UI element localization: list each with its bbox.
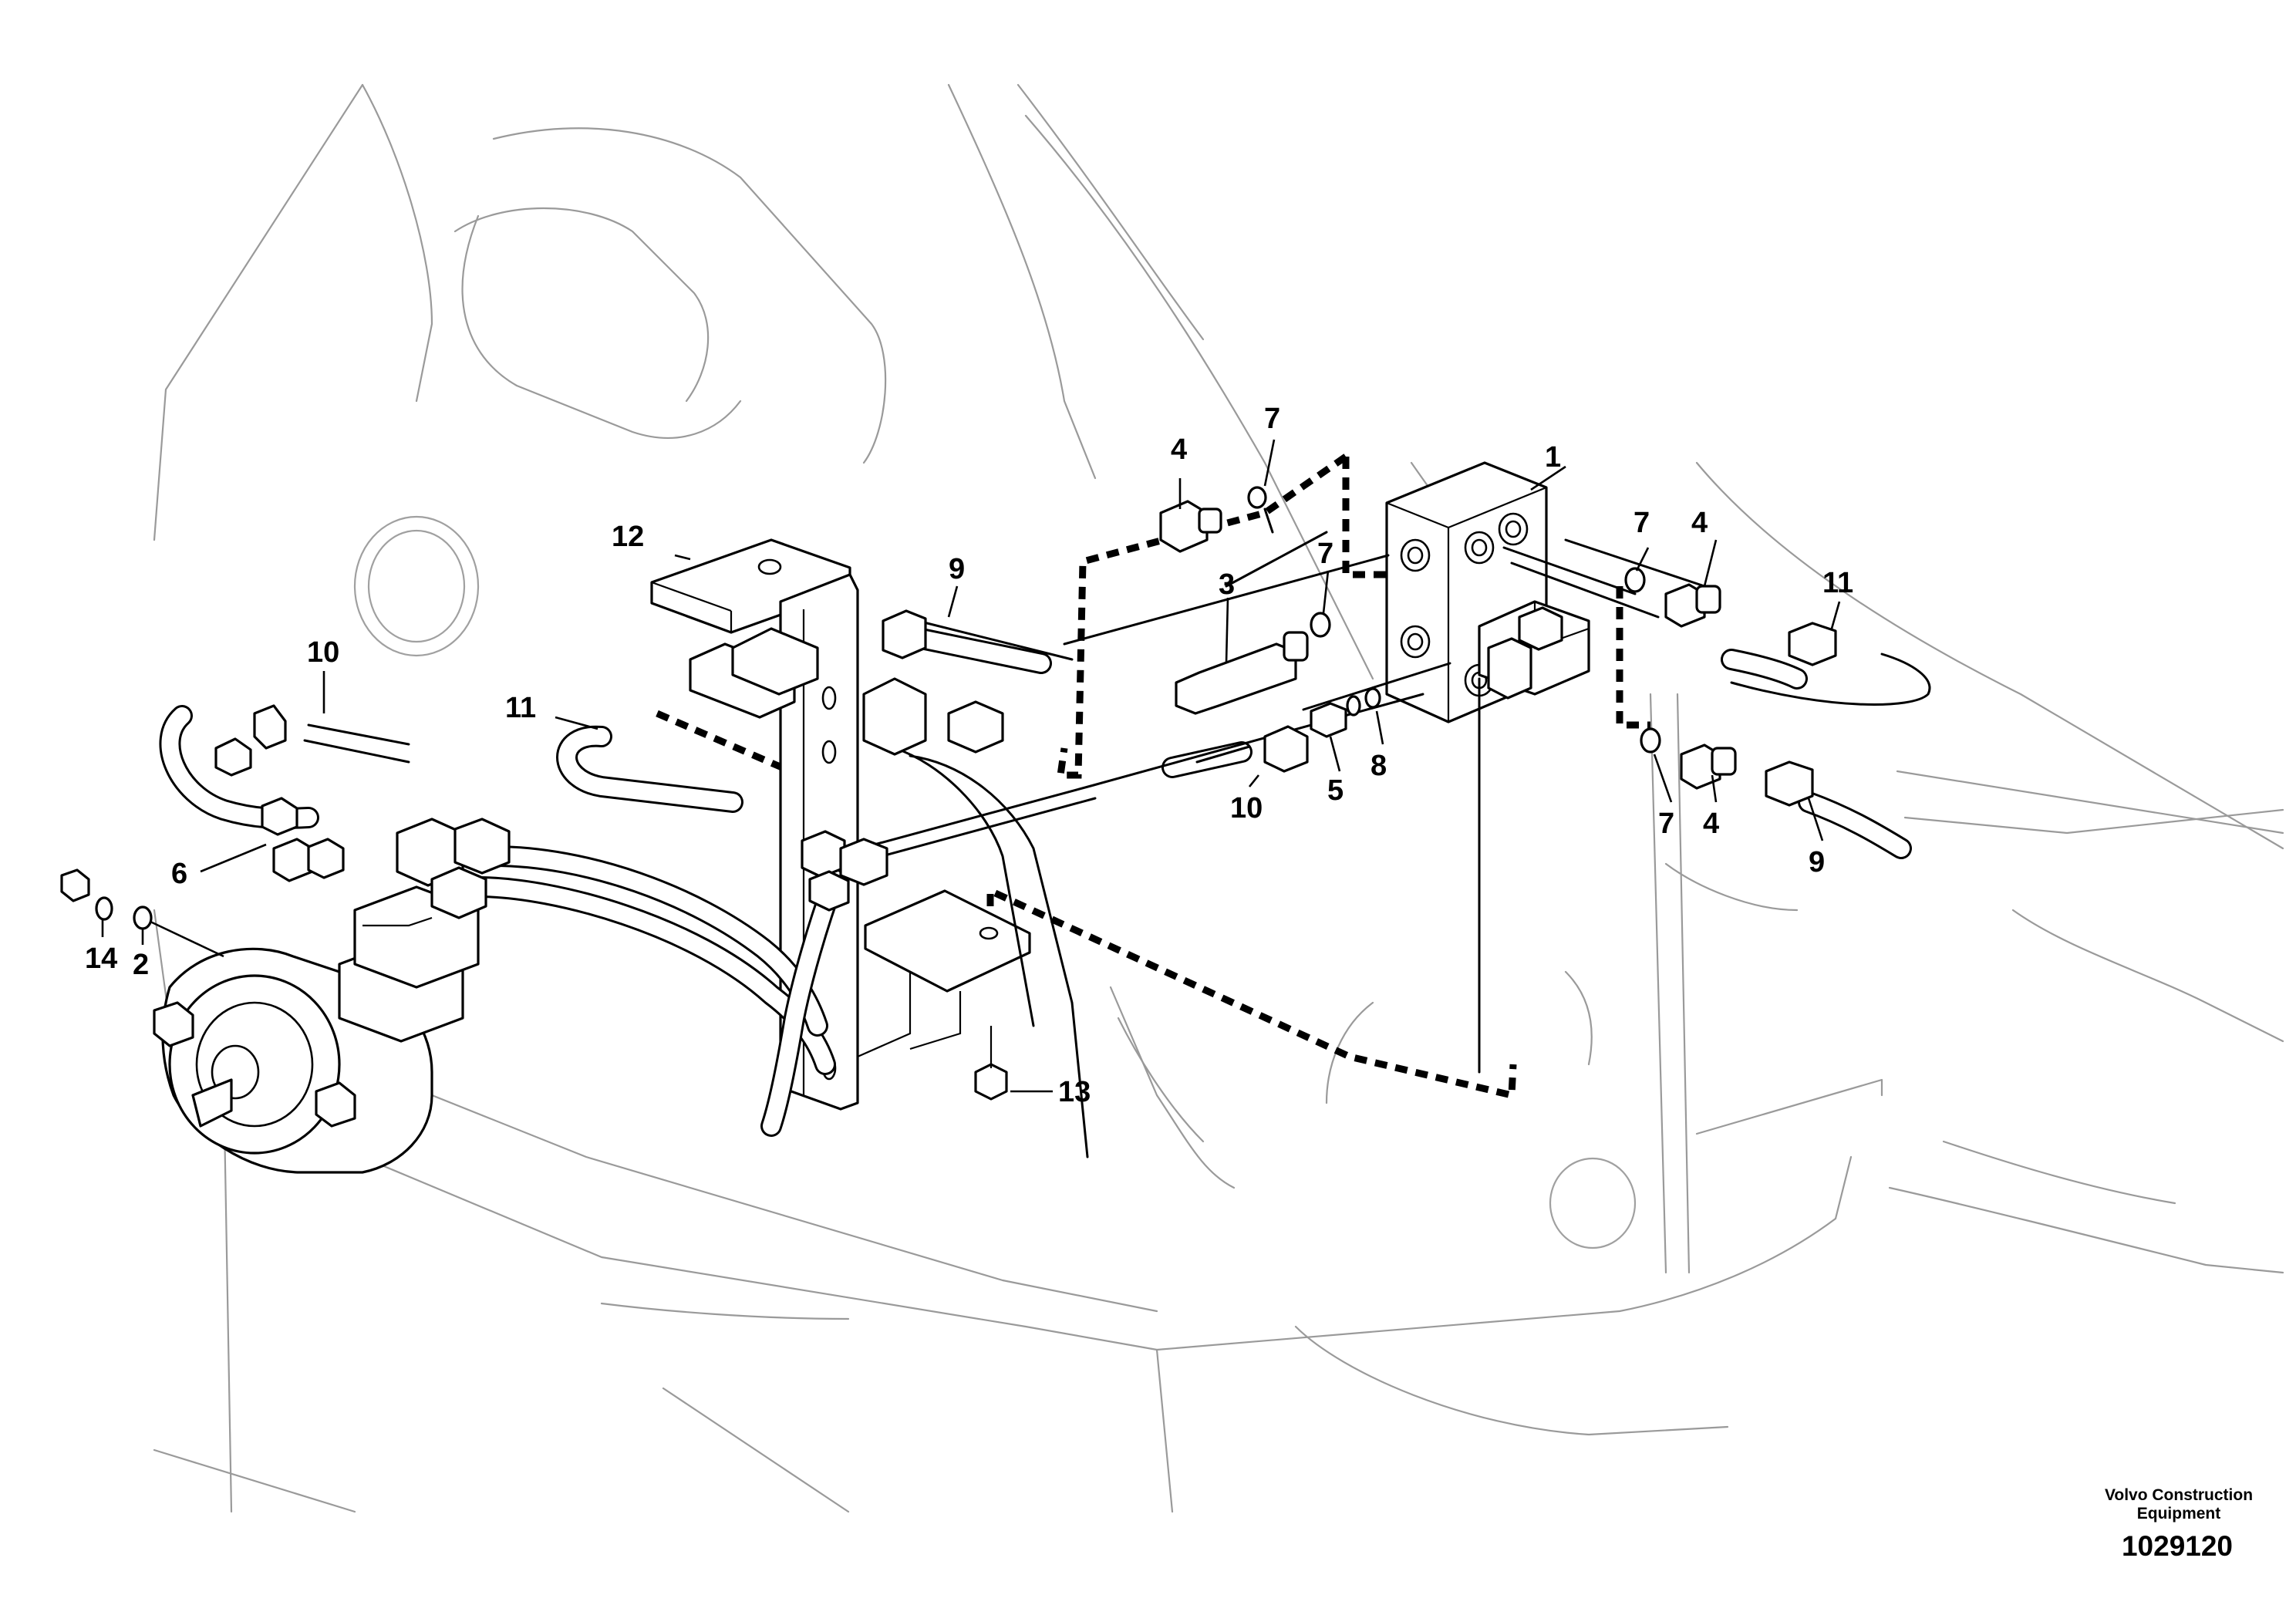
- leader-lines: [101, 439, 1841, 1093]
- hoses: [159, 508, 1931, 1158]
- valve-block: [1385, 461, 1590, 723]
- callout-2: 2: [133, 949, 149, 981]
- callout-7-right-lower: 7: [1658, 808, 1674, 840]
- callout-10-left: 10: [307, 636, 339, 669]
- callout-3: 3: [1219, 568, 1235, 601]
- callout-13: 13: [1058, 1076, 1091, 1108]
- callout-labels: 1 2 3 4 4 4 5 6 7 7 7 7 8 9 9 10 10 11 1…: [85, 403, 1853, 1108]
- brand-line-2: Equipment: [2137, 1505, 2221, 1523]
- footer: Volvo Construction Equipment 1029120: [2105, 1486, 2253, 1562]
- callout-8: 8: [1371, 750, 1387, 782]
- assembly-dashed-lines: [656, 454, 1650, 1100]
- callout-7-top: 7: [1264, 403, 1280, 435]
- document-number: 1029120: [2122, 1530, 2233, 1562]
- callout-5: 5: [1327, 774, 1344, 807]
- callout-4-right-upper: 4: [1691, 507, 1708, 539]
- bracket: [650, 538, 1031, 1111]
- callout-12: 12: [612, 521, 644, 553]
- hydraulic-pump: [153, 818, 511, 1174]
- fittings: [60, 486, 1837, 1101]
- machine-frame-background: [153, 83, 2284, 1513]
- callout-7-right-upper: 7: [1633, 507, 1650, 539]
- callout-11-right: 11: [1822, 567, 1853, 599]
- callout-11-left: 11: [505, 692, 536, 724]
- callout-14: 14: [85, 943, 117, 975]
- brand-line-1: Volvo Construction: [2105, 1486, 2253, 1504]
- callout-9-upper: 9: [949, 553, 965, 585]
- callout-1: 1: [1545, 441, 1561, 474]
- callout-7-mid: 7: [1317, 538, 1333, 570]
- callout-4-right-lower: 4: [1703, 808, 1719, 840]
- callout-10-mid: 10: [1230, 792, 1263, 824]
- callout-6: 6: [171, 858, 187, 890]
- callout-4-top: 4: [1171, 433, 1187, 466]
- callout-9-lower: 9: [1809, 846, 1825, 878]
